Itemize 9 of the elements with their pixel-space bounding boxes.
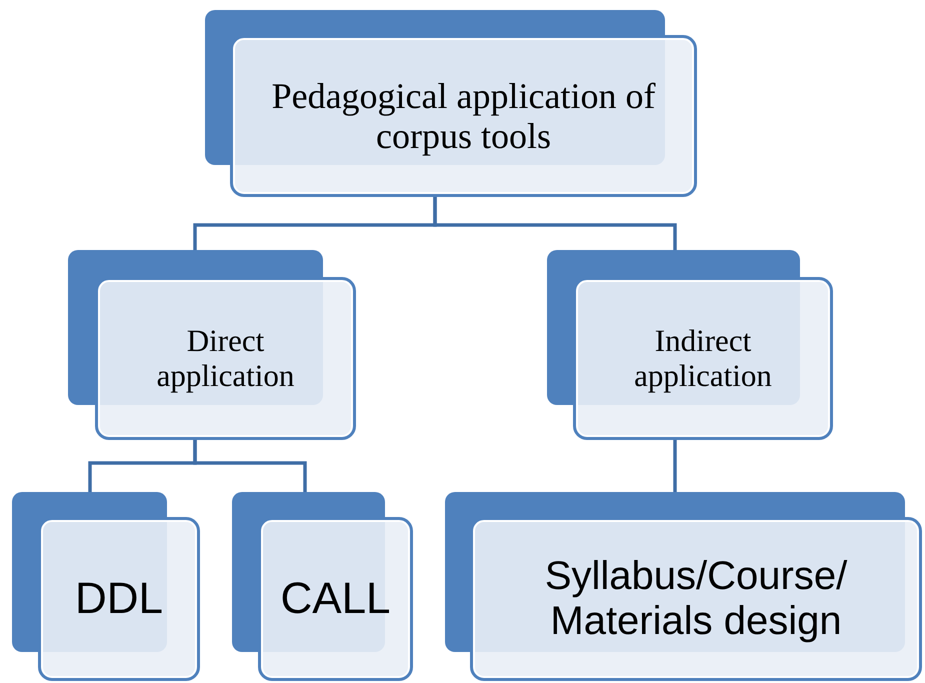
node-label: Pedagogical application of corpus tools [270, 76, 656, 156]
node-label: Syllabus/Course/ Materials design [544, 554, 848, 644]
node-label: DDL [74, 574, 164, 624]
connector-line [673, 440, 677, 492]
node-label: Direct application [156, 324, 296, 394]
node-label: Indirect application [633, 324, 773, 394]
node-label: CALL [280, 574, 391, 624]
connector-line [433, 197, 677, 250]
connector-line [193, 440, 307, 492]
